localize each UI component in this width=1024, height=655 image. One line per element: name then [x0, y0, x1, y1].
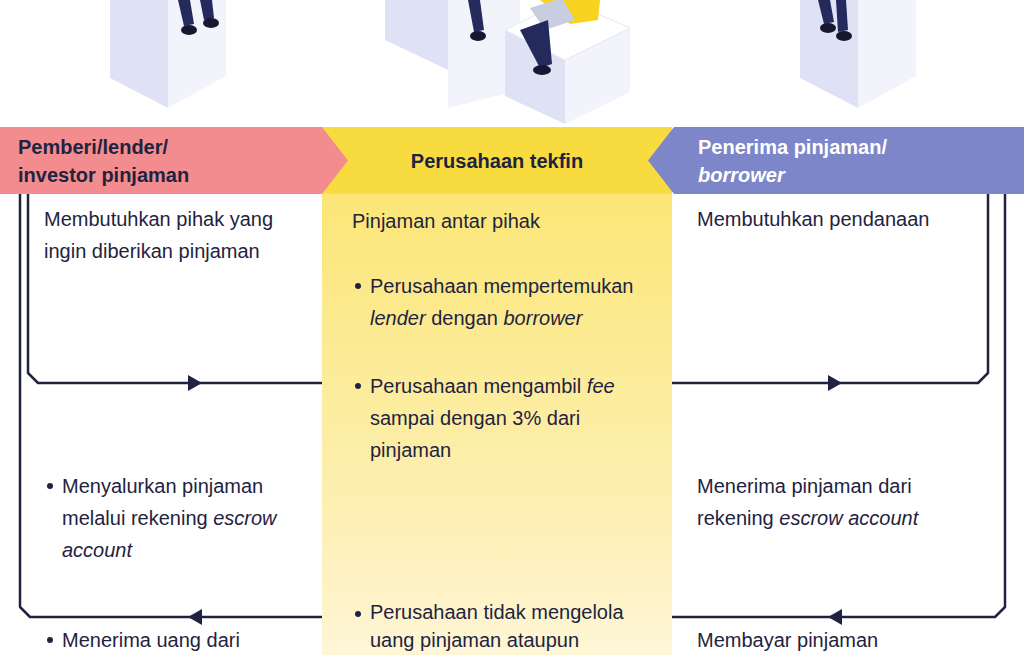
- bullet-dot: [47, 637, 53, 643]
- step-text: Membutuhkan pihak yang ingin diberikan p…: [44, 203, 320, 267]
- block-face: [385, 0, 448, 70]
- person-leg: [836, 0, 848, 32]
- body-text: Pinjaman antar pihak: [352, 205, 652, 237]
- arrowhead: [828, 609, 842, 625]
- bullet-item: Menyalurkan pinjaman melalui rekening es…: [62, 470, 294, 566]
- person-leg: [200, 0, 214, 20]
- person-shoe: [836, 31, 852, 41]
- person-leg: [178, 0, 194, 26]
- bullet-item: Menerima uang dari: [62, 628, 312, 652]
- step-text: Membutuhkan pendanaan: [697, 203, 987, 235]
- person-shoe: [820, 23, 836, 33]
- column-heading: Pemberi/lender/ investor pinjaman: [18, 133, 228, 189]
- step-text: Membayar pinjaman: [697, 628, 987, 652]
- bullet-item: Perusahaan tidak mengelola uang pinjaman…: [370, 598, 666, 654]
- bullet-dot: [355, 283, 361, 289]
- borrower-band: Penerima pinjaman/ borrower: [648, 127, 1024, 194]
- arrowhead: [828, 375, 842, 391]
- bullet-dot: [355, 611, 361, 617]
- lender-band: Pemberi/lender/ investor pinjaman: [0, 127, 348, 194]
- person-shoe: [181, 25, 197, 35]
- bullet-item: Perusahaan mempertemukan lender dengan b…: [370, 270, 666, 334]
- person-leg: [520, 20, 552, 68]
- person-leg: [818, 0, 834, 24]
- block-face: [800, 0, 858, 108]
- block-face: [168, 0, 226, 108]
- person-shoe: [533, 65, 551, 75]
- block-face: [858, 0, 916, 108]
- arrowhead: [188, 609, 202, 625]
- arrowhead: [188, 375, 202, 391]
- person-shoe: [470, 31, 486, 41]
- bullet-item: Perusahaan mengambil fee sampai dengan 3…: [370, 370, 632, 466]
- column-heading: Perusahaan tekfin: [322, 147, 672, 175]
- block-face: [110, 0, 168, 108]
- bullet-dot: [47, 483, 53, 489]
- bullet-dot: [355, 383, 361, 389]
- company-column: Perusahaan tekfinPinjaman antar pihakPer…: [322, 127, 672, 655]
- person-shoe: [203, 18, 219, 28]
- step-text: Menerima pinjaman dari rekening escrow a…: [697, 470, 973, 534]
- column-heading: Penerima pinjaman/ borrower: [698, 133, 938, 189]
- person-leg: [468, 0, 484, 32]
